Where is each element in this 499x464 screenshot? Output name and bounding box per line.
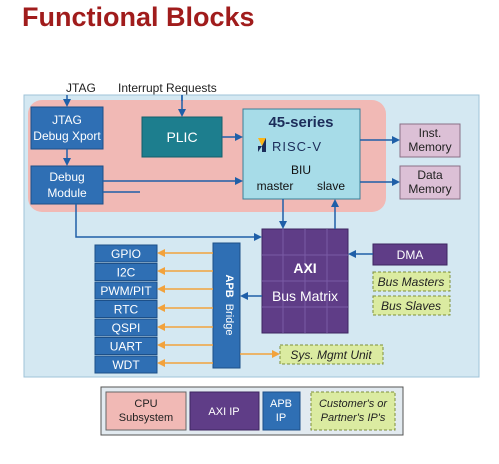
bus-matrix-label: Bus Matrix: [272, 288, 338, 304]
data-memory-line1: Data: [417, 168, 443, 182]
page-title: Functional Blocks: [22, 2, 255, 32]
legend-cpu-subsystem: [105, 391, 187, 431]
legend-apb-line2: IP: [276, 412, 286, 424]
peripheral-label: PWM/PIT: [100, 284, 152, 298]
bus-slaves-label: Bus Slaves: [381, 299, 441, 313]
sys-mgmt-unit-block: [279, 344, 384, 365]
plic-label: PLIC: [166, 129, 197, 145]
legend-cpu-line1: CPU: [134, 398, 157, 410]
axi-label: AXI: [293, 260, 316, 276]
legend-apb-line1: APB: [270, 398, 292, 410]
bus-masters-block: [372, 271, 451, 292]
dma-label: DMA: [397, 248, 424, 262]
peripheral-label: WDT: [112, 358, 140, 372]
blue-connection-arrows: [63, 95, 400, 300]
interrupt-requests-label: Interrupt Requests: [118, 81, 217, 95]
biu-master-label: master: [257, 179, 294, 193]
inst-memory-line1: Inst.: [419, 126, 442, 140]
orange-apb-arrows: [157, 249, 280, 367]
core-45-series-block: [242, 108, 361, 200]
legend-cpu-line2: Subsystem: [119, 412, 173, 424]
peripheral-label: GPIO: [111, 247, 141, 261]
peripheral-label: I2C: [117, 266, 136, 280]
peripheral-label: UART: [110, 340, 143, 354]
bus-slaves-block: [372, 295, 451, 316]
legend-axi-ip-label: AXI IP: [208, 406, 239, 418]
sys-mgmt-unit-label: Sys. Mgmt Unit: [290, 348, 372, 362]
debug-module-line1: Debug: [49, 170, 84, 184]
bus-masters-label: Bus Masters: [378, 275, 445, 289]
axi-grid-lines: [262, 229, 348, 333]
debug-module-line2: Module: [47, 186, 87, 200]
biu-slave-label: slave: [317, 179, 345, 193]
data-memory-block: [399, 165, 461, 200]
apb-bridge-label: APBBridge: [223, 274, 235, 335]
jtag-debug-xport-block: [30, 106, 104, 150]
legend-axi-ip: [189, 391, 260, 431]
jtag-label: JTAG: [66, 81, 96, 95]
peripheral-label: RTC: [114, 303, 139, 317]
legend-customer-line1: Customer's or: [319, 398, 388, 410]
legend-customer-line2: Partner's IP's: [321, 412, 386, 424]
data-memory-line2: Memory: [408, 182, 451, 196]
plic-block: [141, 116, 223, 158]
peripheral-list: GPIO I2C PWM/PIT RTC QSPI UART WDT: [94, 244, 158, 374]
series-label: 45-series: [268, 114, 333, 131]
peripheral-label: QSPI: [112, 321, 141, 335]
debug-module-block: [30, 165, 104, 205]
biu-label: BIU: [291, 163, 311, 177]
riscv-logo-text: RISC-V: [272, 139, 322, 154]
inst-memory-block: [399, 123, 461, 158]
inst-memory-line2: Memory: [408, 140, 451, 154]
jtag-debug-line2: Debug Xport: [33, 129, 101, 143]
legend-apb-ip: [262, 391, 301, 431]
legend-customer-ip: [310, 391, 396, 431]
apb-bridge-block: [212, 242, 241, 369]
riscv-logo: RISC-V: [258, 138, 322, 154]
jtag-debug-line1: JTAG: [52, 113, 82, 127]
